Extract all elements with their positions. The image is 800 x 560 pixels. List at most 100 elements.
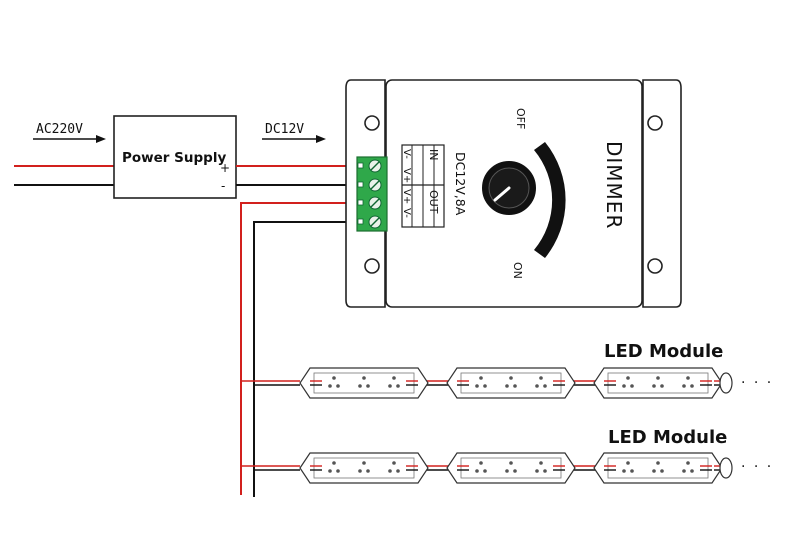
led-chip-icon: [483, 469, 487, 473]
output-label-group: DC12V: [262, 122, 326, 143]
led-chip-icon: [535, 384, 539, 388]
terminal-screw-icon[interactable]: [368, 159, 382, 173]
led-chip-icon: [660, 469, 664, 473]
terminal-pin-label: V-: [401, 149, 412, 159]
input-arrow-icon: [96, 135, 106, 143]
led-chip-icon: [396, 469, 400, 473]
led-module: [446, 367, 576, 399]
dimmer-out-positive-wire: [240, 202, 357, 495]
mount-hole-icon: [364, 258, 380, 274]
led-string-row: [241, 452, 733, 484]
led-chip-icon: [686, 461, 690, 465]
led-module: [593, 367, 723, 399]
mount-hole-icon: [364, 115, 380, 131]
led-string-row: [241, 367, 733, 399]
dimmer: IN OUT V- V+ V+ V- DC12V,8A OFF ON DIMME…: [345, 79, 682, 308]
led-module: [593, 452, 723, 484]
led-chip-icon: [543, 469, 547, 473]
led-chip-icon: [513, 384, 517, 388]
led-module-board: [313, 372, 415, 394]
led-chip-icon: [622, 469, 626, 473]
led-chip-icon: [479, 461, 483, 465]
led-chip-icon: [630, 384, 634, 388]
knob-pointer-icon: [493, 186, 511, 202]
led-chip-icon: [392, 376, 396, 380]
led-module-label: LED Module: [608, 427, 727, 448]
led-chip-icon: [332, 461, 336, 465]
led-chip-icon: [362, 461, 366, 465]
led-module: [299, 367, 429, 399]
led-chip-icon: [475, 384, 479, 388]
led-chip-icon: [358, 469, 362, 473]
led-chip-icon: [660, 384, 664, 388]
led-chip-icon: [626, 376, 630, 380]
led-chip-icon: [483, 384, 487, 388]
led-module-board: [460, 457, 562, 479]
led-chip-icon: [626, 461, 630, 465]
led-chip-icon: [366, 384, 370, 388]
knob-on-label: ON: [511, 262, 524, 279]
power-supply-title: Power Supply: [122, 150, 226, 166]
led-end-cap-icon: [719, 372, 733, 394]
dimmer-out-negative-wire: [253, 221, 357, 497]
led-chip-icon: [332, 376, 336, 380]
led-chip-icon: [539, 461, 543, 465]
led-chip-icon: [362, 376, 366, 380]
led-chip-icon: [622, 384, 626, 388]
led-chip-icon: [388, 469, 392, 473]
led-chip-icon: [513, 469, 517, 473]
continuation-dots: · · ·: [741, 375, 773, 391]
led-module-label: LED Module: [604, 341, 723, 362]
power-supply: Power Supply + -: [113, 115, 237, 199]
led-chip-icon: [543, 384, 547, 388]
led-chip-icon: [479, 376, 483, 380]
dimmer-title: DIMMER: [602, 141, 626, 229]
led-chip-icon: [690, 384, 694, 388]
led-chip-icon: [388, 384, 392, 388]
led-chip-icon: [686, 376, 690, 380]
led-chip-icon: [652, 469, 656, 473]
led-chip-icon: [690, 469, 694, 473]
terminal-screw-icon[interactable]: [368, 215, 382, 229]
led-module-rows: [241, 367, 733, 484]
led-chip-icon: [509, 376, 513, 380]
led-chip-icon: [505, 384, 509, 388]
led-chip-icon: [336, 469, 340, 473]
terminal-pin-label: V+: [401, 189, 412, 204]
terminal-in-label: IN: [427, 149, 440, 160]
led-chip-icon: [682, 469, 686, 473]
led-chip-icon: [656, 376, 660, 380]
led-end-cap-icon: [719, 457, 733, 479]
led-module-board: [460, 372, 562, 394]
led-chip-icon: [358, 384, 362, 388]
output-arrow-icon: [316, 135, 326, 143]
led-chip-icon: [475, 469, 479, 473]
terminal-screw-icon[interactable]: [368, 196, 382, 210]
led-module: [446, 452, 576, 484]
dimmer-knob[interactable]: [482, 161, 536, 215]
power-supply-minus: -: [221, 179, 225, 193]
led-chip-icon: [509, 461, 513, 465]
output-voltage-label: DC12V: [265, 122, 304, 137]
led-module-board: [607, 457, 709, 479]
knob-scale-arc: [534, 142, 566, 258]
mount-hole-icon: [647, 115, 663, 131]
led-chip-icon: [328, 469, 332, 473]
terminal-screw-icon[interactable]: [368, 178, 382, 192]
led-module: [299, 452, 429, 484]
led-chip-icon: [336, 384, 340, 388]
power-supply-plus: +: [220, 161, 230, 175]
led-chip-icon: [630, 469, 634, 473]
led-chip-icon: [652, 384, 656, 388]
led-chip-icon: [539, 376, 543, 380]
led-chip-icon: [392, 461, 396, 465]
knob-off-label: OFF: [514, 108, 527, 129]
led-chip-icon: [328, 384, 332, 388]
led-chip-icon: [366, 469, 370, 473]
led-chip-icon: [505, 469, 509, 473]
terminal-label-table: IN OUT V- V+ V+ V-: [401, 144, 445, 228]
led-chip-icon: [535, 469, 539, 473]
led-chip-icon: [682, 384, 686, 388]
mount-hole-icon: [647, 258, 663, 274]
